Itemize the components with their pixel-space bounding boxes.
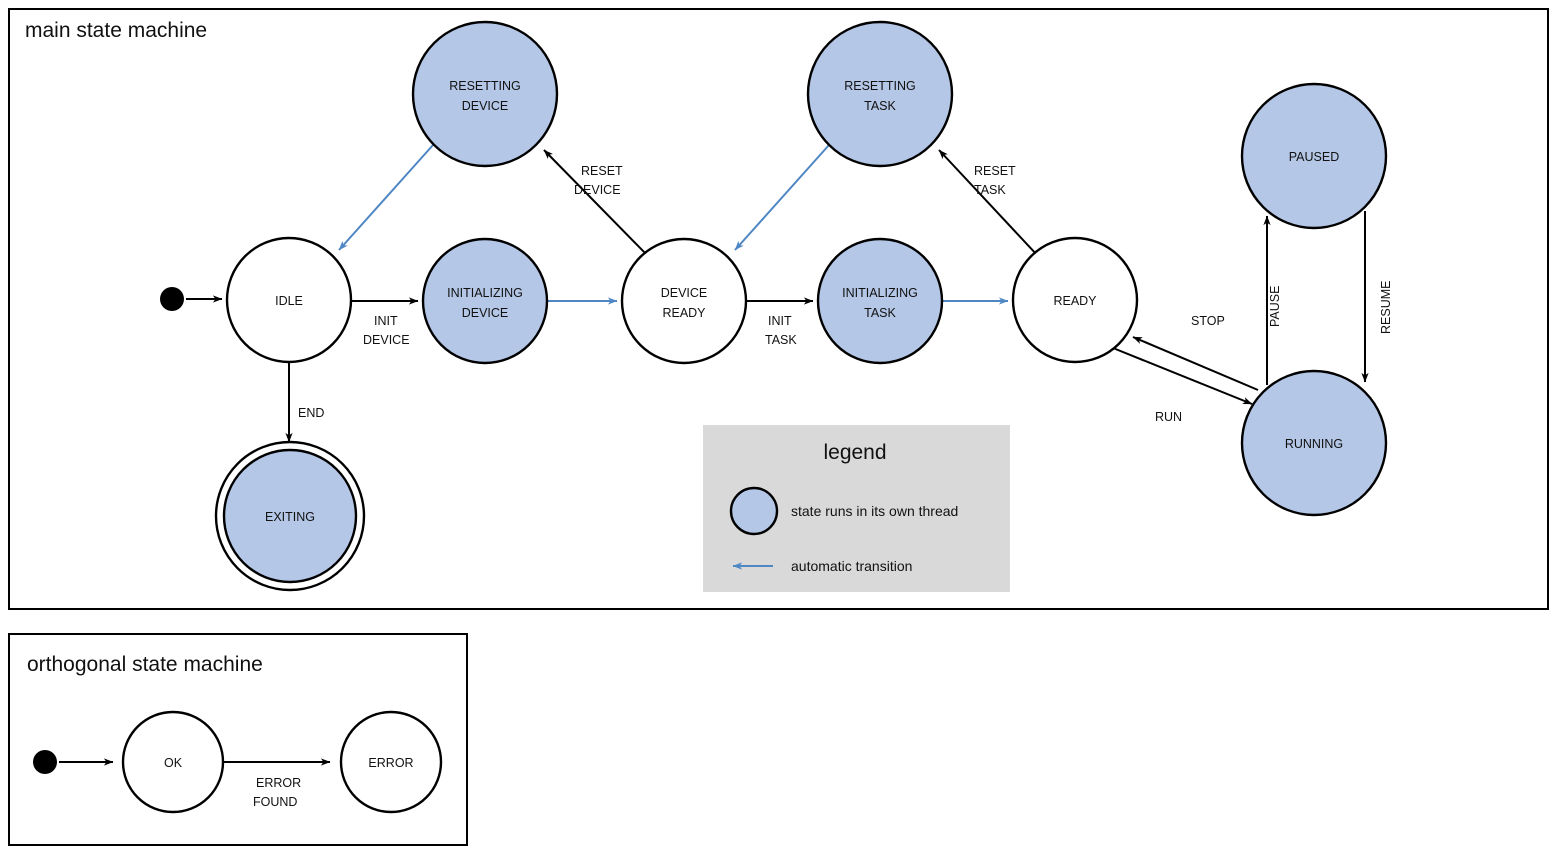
legend-title: legend bbox=[823, 441, 886, 464]
edge-label-pause: PAUSE bbox=[1268, 286, 1282, 327]
legend-panel: legend state runs in its own thread auto… bbox=[703, 425, 1010, 592]
orthogonal-machine-frame bbox=[8, 633, 468, 846]
state-error[interactable]: ERROR bbox=[339, 710, 443, 814]
edge-resetting-task-to-device-ready bbox=[734, 144, 830, 251]
edge-label-init-task-line1: INIT bbox=[768, 314, 792, 328]
edge-label-run: RUN bbox=[1155, 410, 1182, 424]
state-idle[interactable]: IDLE bbox=[225, 236, 353, 364]
state-ok[interactable]: OK bbox=[121, 710, 225, 814]
edge-label-reset-device-line2: DEVICE bbox=[574, 183, 621, 197]
state-ready-label: READY bbox=[1053, 294, 1097, 308]
state-device-ready[interactable]: DEVICE READY bbox=[620, 237, 748, 365]
edge-label-stop: STOP bbox=[1191, 314, 1225, 328]
edge-label-resume: RESUME bbox=[1379, 281, 1393, 334]
state-resetting-device-label-line2: DEVICE bbox=[462, 99, 509, 113]
edge-ready-to-resetting-task bbox=[938, 149, 1039, 257]
main-machine-title: main state machine bbox=[25, 19, 207, 42]
state-ok-label: OK bbox=[164, 756, 183, 770]
edge-label-init-device-line2: DEVICE bbox=[363, 333, 410, 347]
state-paused-label: PAUSED bbox=[1289, 150, 1339, 164]
legend-item-thread-state-label: state runs in its own thread bbox=[791, 503, 958, 519]
main-machine-frame bbox=[8, 8, 1549, 610]
state-exiting-label: EXITING bbox=[265, 510, 315, 524]
edge-label-reset-task-line1: RESET bbox=[974, 164, 1016, 178]
state-resetting-task-label-line2: TASK bbox=[864, 99, 896, 113]
state-device-ready-label-line2: READY bbox=[662, 306, 706, 320]
state-error-label: ERROR bbox=[368, 756, 413, 770]
state-resetting-device[interactable]: RESETTING DEVICE bbox=[411, 20, 559, 168]
edge-resetting-device-to-idle bbox=[338, 144, 434, 251]
edge-label-reset-device-line1: RESET bbox=[581, 164, 623, 178]
edge-ready-to-running bbox=[1112, 347, 1253, 405]
legend-item-automatic-transition-label: automatic transition bbox=[791, 558, 912, 574]
edge-label-error-found-line1: ERROR bbox=[256, 776, 301, 790]
state-ready[interactable]: READY bbox=[1011, 236, 1139, 364]
state-resetting-task-label-line1: RESETTING bbox=[844, 79, 916, 93]
state-running-label: RUNNING bbox=[1285, 437, 1343, 451]
edge-running-to-ready bbox=[1132, 336, 1259, 391]
state-initializing-device-label-line2: DEVICE bbox=[462, 306, 509, 320]
state-initializing-task[interactable]: INITIALIZING TASK bbox=[816, 237, 944, 365]
edge-label-init-task-line2: TASK bbox=[765, 333, 797, 347]
orthogonal-machine-title: orthogonal state machine bbox=[27, 653, 263, 676]
state-initializing-task-label-line1: INITIALIZING bbox=[842, 286, 918, 300]
state-initializing-task-label-line2: TASK bbox=[864, 306, 896, 320]
edge-label-reset-task-line2: TASK bbox=[974, 183, 1006, 197]
state-exiting[interactable]: EXITING bbox=[214, 440, 366, 592]
orthogonal-initial-state-marker bbox=[33, 750, 57, 774]
state-initializing-device-label-line1: INITIALIZING bbox=[447, 286, 523, 300]
edge-device-ready-to-resetting-device bbox=[543, 149, 649, 257]
edge-label-error-found-line2: FOUND bbox=[253, 795, 297, 809]
state-idle-label: IDLE bbox=[275, 294, 303, 308]
state-running[interactable]: RUNNING bbox=[1240, 369, 1388, 517]
state-initializing-device[interactable]: INITIALIZING DEVICE bbox=[421, 237, 549, 365]
state-resetting-task[interactable]: RESETTING TASK bbox=[806, 20, 954, 168]
legend-thread-state-icon bbox=[729, 486, 779, 536]
initial-state-marker bbox=[160, 287, 184, 311]
state-resetting-device-label-line1: RESETTING bbox=[449, 79, 521, 93]
edge-label-end: END bbox=[298, 406, 324, 420]
state-paused[interactable]: PAUSED bbox=[1240, 82, 1388, 230]
state-device-ready-label-line1: DEVICE bbox=[661, 286, 708, 300]
edge-label-init-device-line1: INIT bbox=[374, 314, 398, 328]
